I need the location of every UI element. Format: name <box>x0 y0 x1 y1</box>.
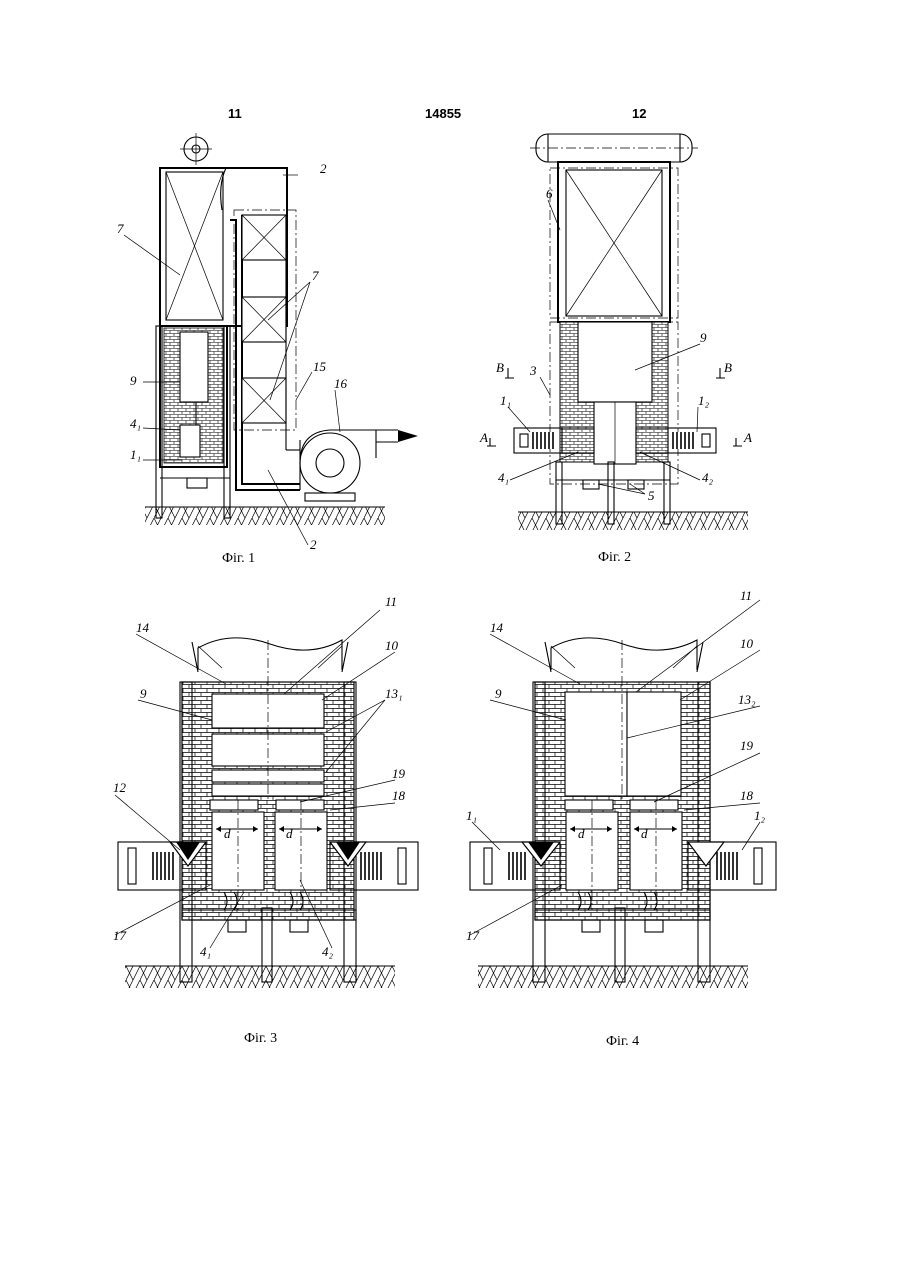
fig2-label-5: 5 <box>648 488 655 503</box>
fig2-label-B-right: В <box>724 360 732 375</box>
fig4-label-17: 17 <box>466 928 480 943</box>
fig3-caption: Фіг. 3 <box>244 1031 277 1046</box>
fig1-label-2: 2 <box>320 161 327 176</box>
fig4-label-1-2: 1₂ <box>754 808 766 823</box>
figure-4: 14 11 10 9 13₂ 19 18 1₁ 1₂ d d 17 Фіг. 4 <box>466 588 776 1049</box>
fig3-label-4-1: 4₁ <box>200 944 211 959</box>
fig1-label-15: 15 <box>313 359 327 374</box>
fig4-label-14: 14 <box>490 620 504 635</box>
fig1-label-2b: 2 <box>310 537 317 552</box>
fig3-label-12: 12 <box>113 780 127 795</box>
fig4-label-13-2: 13₂ <box>738 692 756 707</box>
fig1-label-1-1: 1₁ <box>130 447 141 462</box>
fig2-label-1-2: 1₂ <box>698 393 710 408</box>
fig1-label-16: 16 <box>334 376 348 391</box>
fig1-label-9: 9 <box>130 373 137 388</box>
fig2-label-6: 6 <box>546 186 553 201</box>
fig4-label-19: 19 <box>740 738 754 753</box>
blower-icon <box>300 433 360 493</box>
fig3-label-4-2: 4₂ <box>322 944 334 959</box>
fig2-label-3: 3 <box>529 363 537 378</box>
fig4-label-11: 11 <box>740 588 752 603</box>
fig2-label-9: 9 <box>700 330 707 345</box>
fig2-label-4-2: 4₂ <box>702 470 714 485</box>
figure-2: 6 9 В 3 В 1₁ 1₂ А А 4₁ 4₂ 5 Фіг. 2 <box>479 134 752 565</box>
flow-arrow-icon <box>398 430 418 442</box>
fig1-caption: Фіг. 1 <box>222 551 255 566</box>
fig4-label-10: 10 <box>740 636 754 651</box>
fig1-label-4-1: 4₁ <box>130 416 141 431</box>
fig4-label-d-1: d <box>578 826 585 841</box>
fig3-label-14: 14 <box>136 620 150 635</box>
fig3-label-11: 11 <box>385 594 397 609</box>
fig3-label-d-2: d <box>286 826 293 841</box>
figure-1: 2 7 7 9 4₁ 1₁ 15 16 2 Фіг. 1 <box>117 133 418 566</box>
fig2-label-4-1: 4₁ <box>498 470 509 485</box>
fig3-label-9: 9 <box>140 686 147 701</box>
fig2-caption: Фіг. 2 <box>598 550 631 565</box>
fig3-label-d-1: d <box>224 826 231 841</box>
fig2-label-A-left: А <box>479 430 488 445</box>
fig1-label-7: 7 <box>117 221 124 236</box>
top-duct <box>536 134 692 162</box>
fig4-label-1-1: 1₁ <box>466 808 477 823</box>
fig3-label-10: 10 <box>385 638 399 653</box>
fig2-label-B-left: В <box>496 360 504 375</box>
ground-hatch <box>145 507 385 525</box>
fig4-label-9: 9 <box>495 686 502 701</box>
fig4-label-d-2: d <box>641 826 648 841</box>
fig2-label-1-1: 1₁ <box>500 393 511 408</box>
fig2-label-A-right: А <box>743 430 752 445</box>
fig3-label-19: 19 <box>392 766 406 781</box>
fig3-label-13-1: 13₁ <box>385 686 403 701</box>
fig4-label-18: 18 <box>740 788 754 803</box>
fig1-label-7b: 7 <box>312 268 319 283</box>
fig4-caption: Фіг. 4 <box>606 1034 639 1049</box>
fig3-label-18: 18 <box>392 788 406 803</box>
fig3-label-17: 17 <box>113 928 127 943</box>
figure-3: 14 11 10 9 13₁ 12 19 18 d d 17 4₁ 4₂ Фіг… <box>113 594 418 1046</box>
